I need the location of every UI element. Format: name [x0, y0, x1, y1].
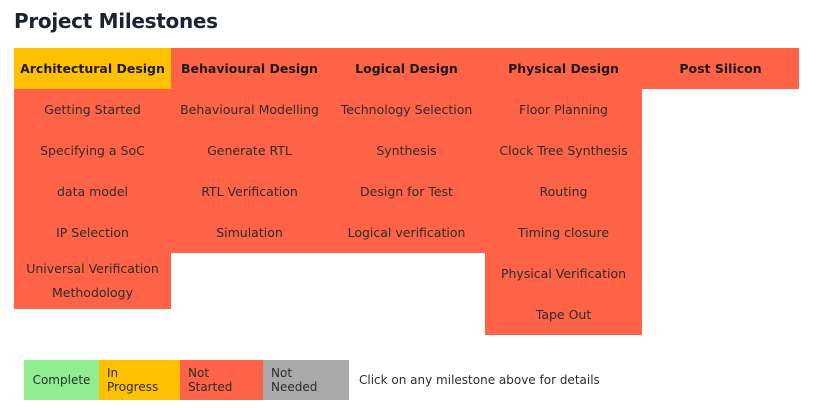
milestone-floor-planning[interactable]: Floor Planning [485, 89, 642, 130]
column-header-architectural-design[interactable]: Architectural Design [14, 48, 171, 89]
legend-hint-text: Click on any milestone above for details [359, 373, 600, 387]
milestone-rtl-verification[interactable]: RTL Verification [171, 171, 328, 212]
column-header-physical-design[interactable]: Physical Design [485, 48, 642, 89]
legend-not-started: Not Started [180, 360, 263, 400]
milestone-column-logical-design: Logical Design Technology Selection Synt… [328, 48, 485, 253]
milestone-column-physical-design: Physical Design Floor Planning Clock Tre… [485, 48, 642, 335]
milestone-column-behavioural-design: Behavioural Design Behavioural Modelling… [171, 48, 328, 253]
milestone-technology-selection[interactable]: Technology Selection [328, 89, 485, 130]
milestone-universal-verification-methodology[interactable]: Universal Verification Methodology [14, 253, 171, 309]
milestone-ip-selection[interactable]: IP Selection [14, 212, 171, 253]
milestone-timing-closure[interactable]: Timing closure [485, 212, 642, 253]
milestone-clock-tree-synthesis[interactable]: Clock Tree Synthesis [485, 130, 642, 171]
legend-not-needed: Not Needed [263, 360, 349, 400]
milestone-design-for-test[interactable]: Design for Test [328, 171, 485, 212]
column-header-behavioural-design[interactable]: Behavioural Design [171, 48, 328, 89]
milestone-data-model[interactable]: data model [14, 171, 171, 212]
milestone-getting-started[interactable]: Getting Started [14, 89, 171, 130]
milestone-routing[interactable]: Routing [485, 171, 642, 212]
milestone-generate-rtl[interactable]: Generate RTL [171, 130, 328, 171]
milestone-behavioural-modelling[interactable]: Behavioural Modelling [171, 89, 328, 130]
milestone-specifying-a-soc[interactable]: Specifying a SoC [14, 130, 171, 171]
status-legend: Complete In Progress Not Started Not Nee… [24, 360, 600, 400]
column-header-logical-design[interactable]: Logical Design [328, 48, 485, 89]
column-header-post-silicon[interactable]: Post Silicon [642, 48, 799, 89]
milestone-column-post-silicon: Post Silicon [642, 48, 799, 89]
milestone-column-architectural-design: Architectural Design Getting Started Spe… [14, 48, 171, 309]
milestone-physical-verification[interactable]: Physical Verification [485, 253, 642, 294]
milestone-tape-out[interactable]: Tape Out [485, 294, 642, 335]
page-title: Project Milestones [14, 9, 218, 33]
milestone-logical-verification[interactable]: Logical verification [328, 212, 485, 253]
legend-in-progress: In Progress [99, 360, 180, 400]
legend-complete: Complete [24, 360, 99, 400]
milestone-simulation[interactable]: Simulation [171, 212, 328, 253]
milestone-synthesis[interactable]: Synthesis [328, 130, 485, 171]
